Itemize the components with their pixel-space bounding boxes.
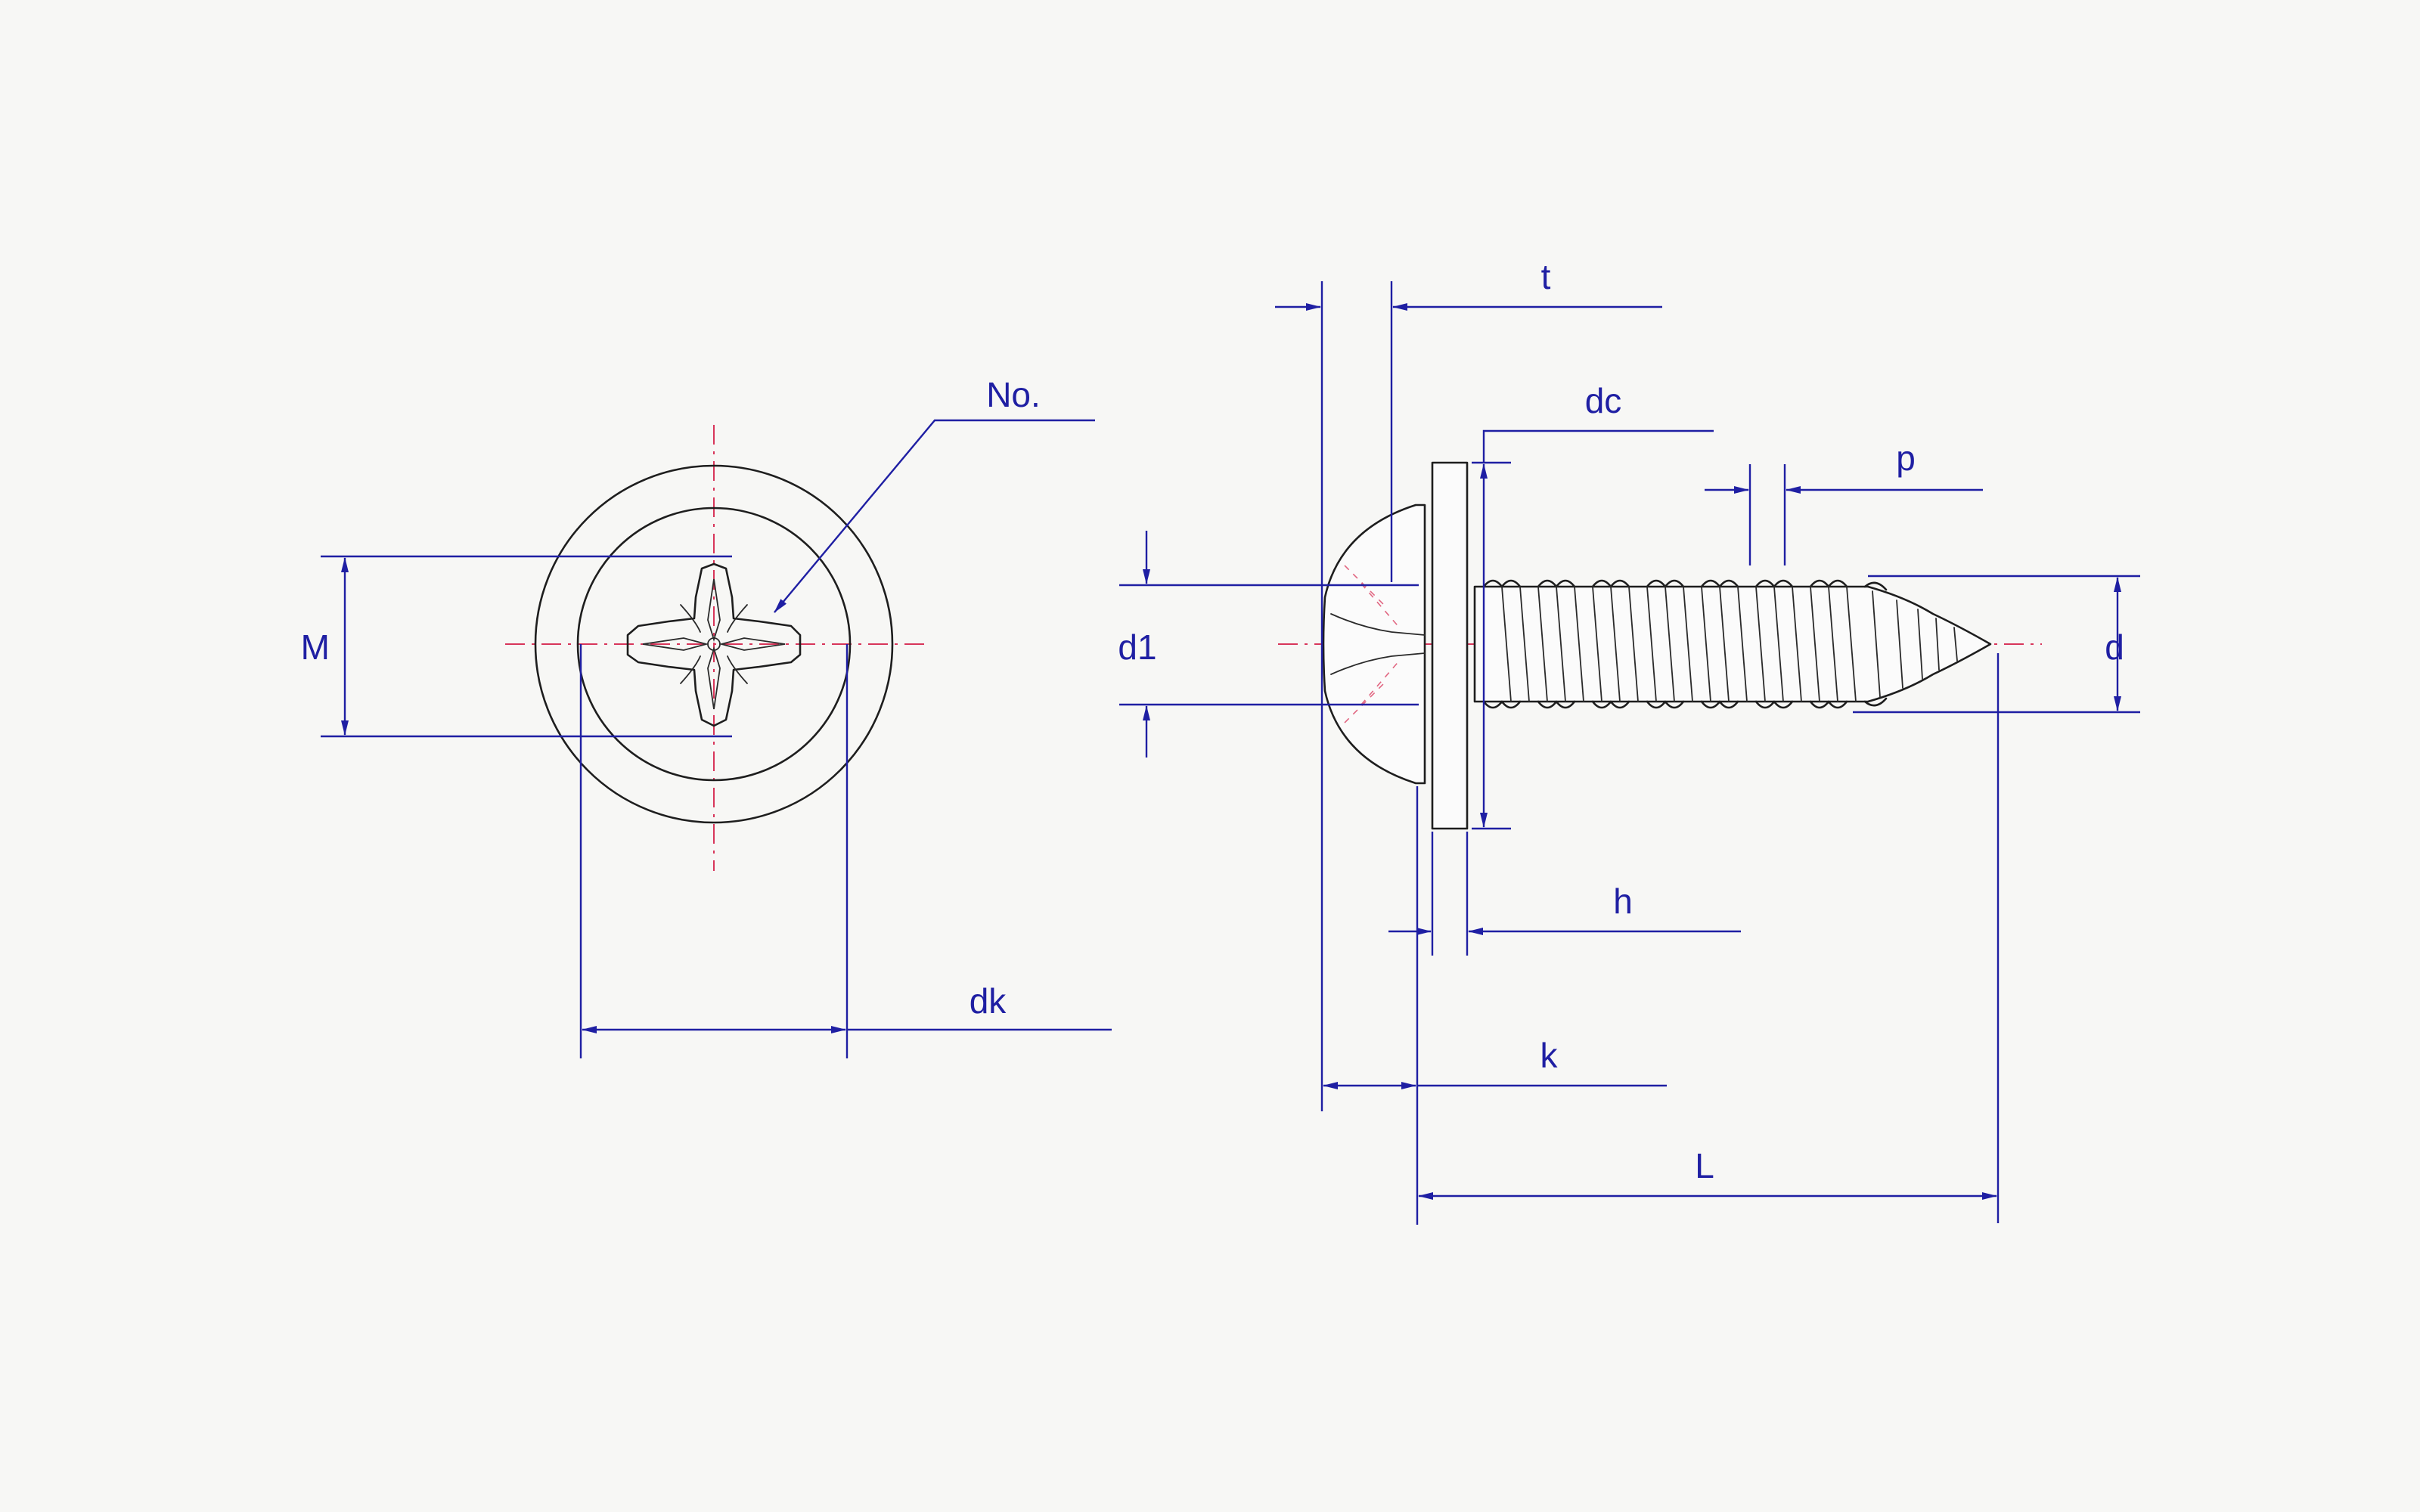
label-p: p	[1896, 438, 1916, 478]
dimension-d: d	[1853, 575, 2140, 714]
head-front-view: M No. dk	[301, 375, 1112, 1058]
dimension-L: L	[1418, 653, 2000, 1223]
label-t: t	[1541, 257, 1551, 296]
screw-side-view: t dc p d	[1118, 257, 2140, 1225]
dimension-dk: dk	[579, 644, 1112, 1058]
label-dc: dc	[1585, 381, 1622, 420]
label-h: h	[1613, 881, 1633, 921]
dimension-No: No.	[774, 375, 1095, 613]
dimension-k: k	[1323, 786, 1667, 1225]
dimension-p: p	[1705, 438, 1983, 565]
label-L: L	[1695, 1146, 1714, 1185]
dimension-t: t	[1275, 257, 1662, 1111]
dimension-dc: dc	[1472, 381, 1714, 830]
label-No: No.	[986, 375, 1041, 414]
label-dk: dk	[970, 981, 1007, 1021]
pan-head	[1322, 503, 1426, 785]
label-d: d	[2105, 627, 2124, 667]
phillips-recess-icon	[626, 562, 802, 727]
washer-face	[1431, 461, 1469, 830]
dimension-h: h	[1388, 832, 1741, 956]
label-M: M	[301, 627, 330, 667]
threaded-shank	[1473, 579, 1992, 709]
head-inner-circle	[576, 507, 852, 782]
dimension-M: M	[301, 555, 732, 738]
label-k: k	[1540, 1036, 1559, 1075]
label-d1: d1	[1118, 627, 1156, 667]
washer-outer-circle	[534, 464, 894, 824]
dimension-d1: d1	[1118, 531, 1419, 758]
